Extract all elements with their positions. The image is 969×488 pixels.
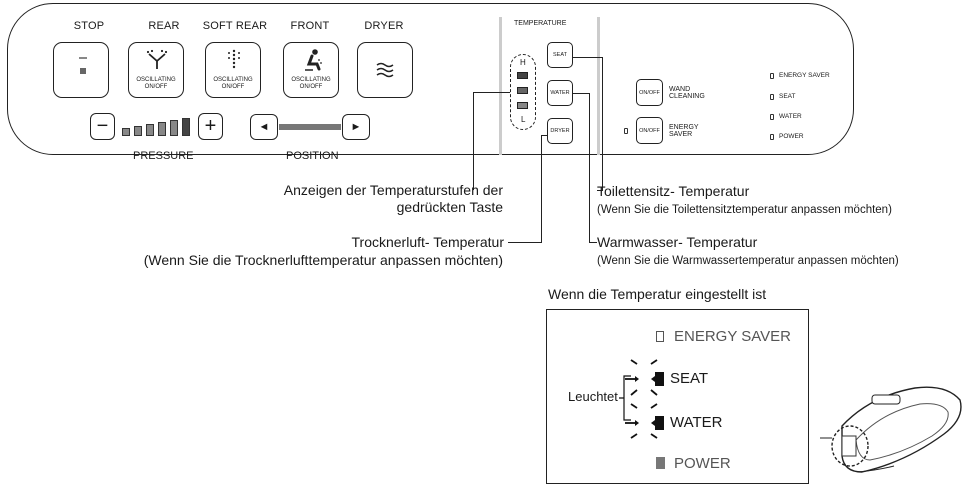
front-label: FRONT [290,20,330,32]
water-temp-button[interactable]: WATER [547,80,573,106]
temp-level-1 [517,102,528,109]
zoom-energy-label: ENERGY SAVER [674,328,791,345]
zoom-power-led [656,457,665,469]
ind-label-seat: SEAT [779,93,796,100]
leader-dryer-v [541,135,542,242]
zoom-seat-led-lit [655,372,664,386]
pressure-segment [170,120,178,136]
temperature-title: TEMPERATURE [514,20,567,27]
front-caption: OSCILLATING ON/OFF [291,77,331,90]
leader-dryer-end [508,242,542,243]
pressure-minus-button[interactable]: − [90,113,115,140]
soft-rear-caption: OSCILLATING ON/OFF [213,77,253,90]
dryer-temp-button[interactable]: DRYER [547,118,573,144]
energy-onoff-button[interactable]: ON/OFF [636,117,663,144]
pressure-segment [146,124,154,136]
stop-label: STOP [73,20,105,32]
leader-water-h [573,93,590,94]
front-user-icon [305,49,322,71]
zoom-lit-bracket [619,375,631,421]
stop-square-icon [80,68,86,74]
annotation-water-desc: (Wenn Sie die Warmwassertemperatur anpas… [597,255,899,267]
position-label: POSITION [286,150,339,162]
leader-seat-v [602,57,603,190]
stop-indicator [79,57,87,59]
zoom-power-label: POWER [674,455,731,472]
ind-label-water: WATER [779,113,802,120]
wand-onoff-button[interactable]: ON/OFF [636,79,663,106]
control-panel [7,3,854,155]
temp-level-highlight [510,54,536,130]
zoom-water-led-lit [655,416,664,430]
soft-rear-button[interactable]: OSCILLATING ON/OFF [205,42,261,98]
pressure-label: PRESSURE [133,150,194,162]
annotation-seat-title: Toilettensitz- Temperatur [597,183,750,199]
annotation-water-title: Warmwasser- Temperatur [597,234,758,250]
energy-saver-led [624,128,628,134]
annotation-seat-desc: (Wenn Sie die Toilettensitztemperatur an… [597,204,892,216]
leader-seat-end [597,190,603,191]
soft-rear-label: SOFT REAR [202,20,268,32]
temp-level-3 [517,72,528,79]
zoom-water-label: WATER [670,414,723,431]
leader-dryer-h [541,135,547,136]
ind-led-water [770,114,774,120]
temp-low-label: L [521,115,526,124]
energy-saver-label: ENERGY SAVER [669,124,699,138]
annotation-temp-levels: Anzeigen der Temperaturstufen der gedrüc… [284,182,503,216]
rear-label: REAR [148,20,180,32]
temp-high-label: H [520,58,526,67]
soft-spray-icon [228,49,240,69]
zoom-caption: Wenn die Temperatur eingestellt ist [548,286,767,302]
pressure-plus-button[interactable]: + [198,113,223,140]
pressure-segment [158,122,166,136]
position-forward-button[interactable]: ► [342,114,370,140]
zoom-energy-led [656,331,664,342]
position-back-button[interactable]: ◄ [250,114,278,140]
front-button[interactable]: OSCILLATING ON/OFF [283,42,339,98]
temp-level-2 [517,87,528,94]
seat-temp-button[interactable]: SEAT [547,42,573,68]
annotation-temp-levels-line2: gedrückten Taste [396,199,503,215]
pressure-segment [182,118,190,136]
position-slider-bar [279,124,341,130]
ind-label-power: POWER [779,133,804,140]
ind-led-seat [770,94,774,100]
rear-spray-icon [146,49,168,69]
leader-temp-levels-h [473,92,510,93]
pressure-level-indicator [122,118,194,136]
annotation-dryer-title: Trocknerluft- Temperatur [351,234,505,250]
zoom-seat-label: SEAT [670,370,709,387]
zoom-inset: ENERGY SAVER SEAT WATER POWER Leuchtet [546,309,809,484]
annotation-temp-levels-line1: Anzeigen der Temperaturstufen der [283,182,503,198]
dryer-waves-icon [376,62,394,78]
leader-water-end [589,242,597,243]
toilet-seat-illustration [820,386,962,473]
ind-led-power [770,134,774,140]
rear-button[interactable]: OSCILLATING ON/OFF [128,42,184,98]
ind-label-energy: ENERGY SAVER [779,72,830,79]
wand-cleaning-label: WAND CLEANING [669,86,705,100]
pressure-segment [134,126,142,136]
temp-divider-left [499,17,502,155]
annotation-dryer-desc: (Wenn Sie die Trocknerlufttemperatur anp… [143,252,503,268]
dryer-label: DRYER [364,20,404,32]
rear-caption: OSCILLATING ON/OFF [136,77,176,90]
leader-temp-levels-v [473,92,474,190]
pressure-segment [122,128,130,136]
stop-button[interactable] [53,42,109,98]
dryer-button[interactable] [357,42,413,98]
zoom-lit-label: Leuchtet [568,389,618,404]
leader-seat-h [573,57,603,58]
temp-divider-right [597,17,600,155]
leader-water-v [589,93,590,243]
ind-led-energy [770,73,774,79]
